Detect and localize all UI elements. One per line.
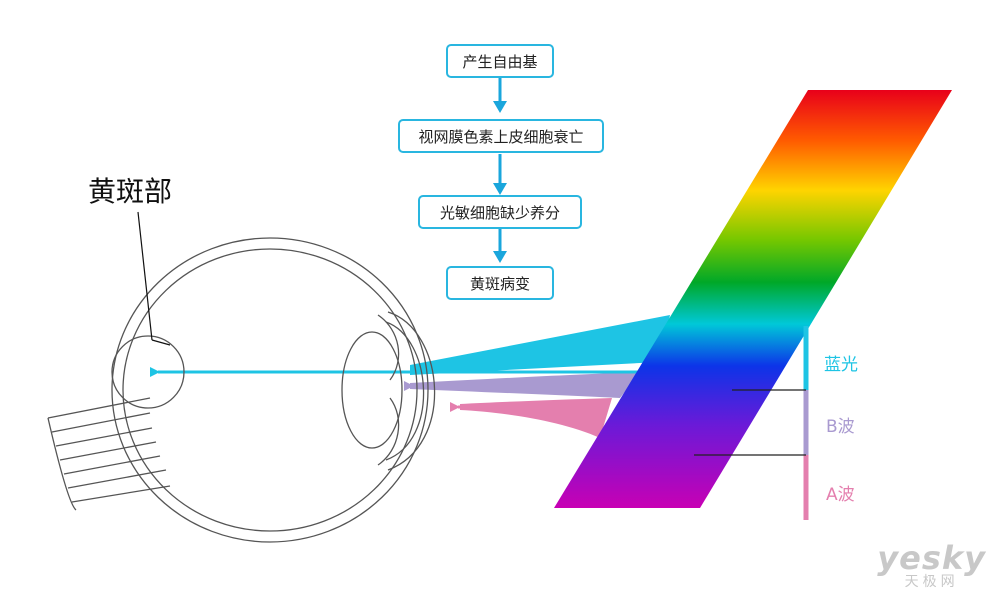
- band-label-b-wave: B波: [826, 417, 855, 437]
- flow-arrows: [493, 78, 507, 263]
- watermark-logo: yesky 天极网: [877, 542, 986, 590]
- a-wave-beam: [460, 398, 612, 438]
- flow-step-macular-degeneration: 黄斑病变: [446, 266, 554, 300]
- spectrum-band: [554, 90, 952, 508]
- blue-light-beam: [410, 315, 670, 375]
- band-brackets: [694, 326, 809, 520]
- band-label-a-wave: A波: [826, 485, 855, 505]
- eye-illustration: [47, 211, 436, 543]
- flow-step-rpe-cell-death: 视网膜色素上皮细胞衰亡: [398, 119, 604, 153]
- watermark-main-text: yesky: [877, 539, 986, 577]
- band-label-blue-light: 蓝光: [824, 355, 858, 375]
- watermark-sub-text: 天极网: [904, 574, 959, 590]
- b-wave-beam: [410, 372, 640, 398]
- macula-label: 黄斑部: [88, 175, 173, 208]
- flow-step-free-radicals: 产生自由基: [446, 44, 554, 78]
- flow-step-photoreceptor-starvation: 光敏细胞缺少养分: [418, 195, 582, 229]
